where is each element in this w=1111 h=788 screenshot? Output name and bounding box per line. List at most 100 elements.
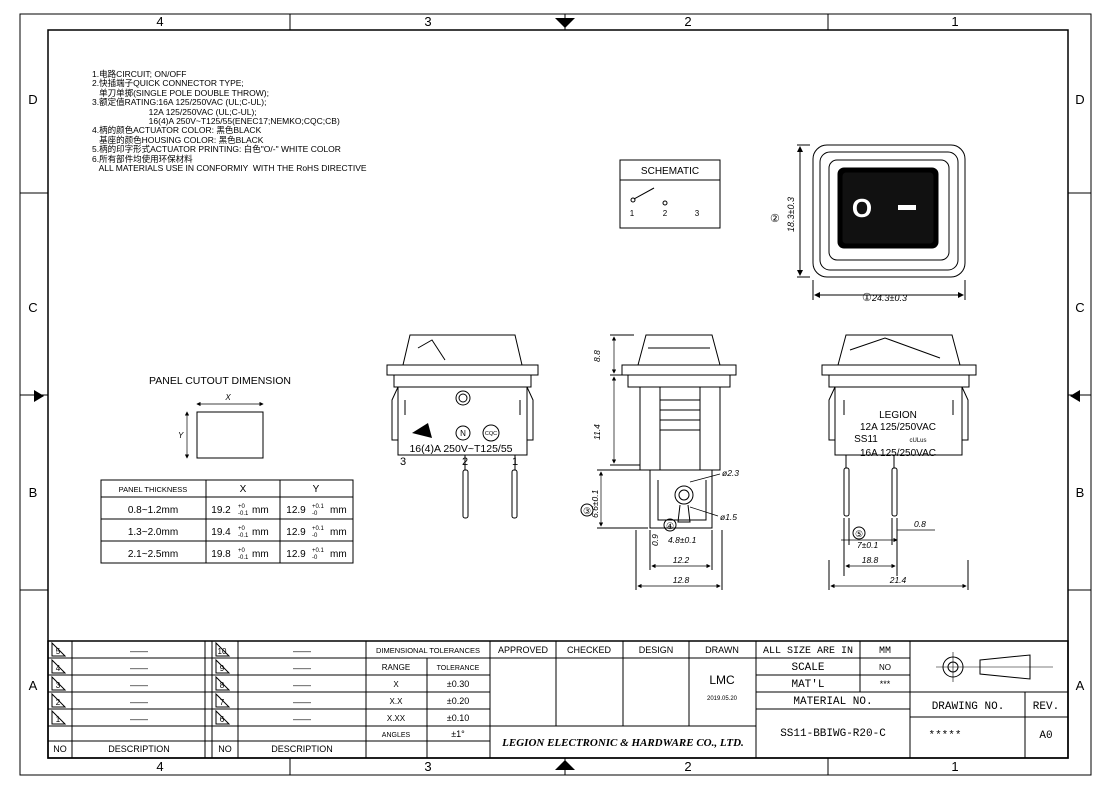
revision-triangle-icon (215, 709, 231, 725)
size-unit: MM (879, 646, 891, 657)
enec-mark-icon (412, 423, 432, 438)
revision-no: 9 (220, 664, 225, 673)
right-view-marking: LEGION (879, 410, 917, 421)
tol-range-value: ANGLES (382, 732, 411, 739)
y-tol-down: -0 (312, 511, 318, 517)
scale-value: NO (879, 663, 891, 672)
left-view-marking: 16(4)A 250V~T125/55 (409, 443, 512, 455)
note-line: 2.快插端子QUICK CONNECTOR TYPE; (92, 78, 244, 89)
drawing-no-label: DRAWING NO. (932, 701, 1005, 713)
table-header: Y (313, 484, 320, 495)
row-label: D (28, 92, 37, 107)
note-line: 单刀单掷(SINGLE POLE DOUBLE THROW); (92, 87, 269, 98)
revision-triangle-icon (51, 692, 67, 708)
material-no-label: MATERIAL NO. (793, 696, 872, 708)
revision-triangle-icon (215, 675, 231, 691)
panel-cutout-title: PANEL CUTOUT DIMENSION (149, 375, 291, 387)
revision-desc: —— (293, 646, 311, 656)
x-value: 19.8 (211, 549, 231, 560)
dim: 12.2 (673, 555, 690, 565)
dim: 0.8 (914, 519, 926, 529)
revision-no: 4 (56, 664, 61, 673)
revision-triangle-icon (215, 692, 231, 708)
right-view-marking: 16A 125/250VAC (860, 448, 936, 459)
schematic-pin: 3 (695, 209, 700, 218)
note-line: 4.柄的颜色ACTUATOR COLOR: 黑色BLACK (92, 125, 262, 136)
panel-cutout: PANEL CUTOUT DIMENSION X Y (149, 375, 291, 459)
x-tol-up: +0 (238, 504, 246, 510)
dim-height: 18.3±0.3 (786, 197, 796, 232)
center-mark-top-icon (555, 18, 575, 28)
pin-label: 3 (400, 456, 406, 468)
note-line: ALL MATERIALS USE IN CONFORMIY WITH THE … (92, 163, 367, 174)
dim: 6.6±0.1 (590, 489, 600, 518)
col-label: 2 (684, 14, 691, 29)
unit: mm (330, 527, 347, 538)
y-tol-up: +0.1 (312, 526, 325, 532)
tol-range-value: X.X (390, 697, 404, 706)
revision-desc: —— (130, 663, 148, 673)
y-label: Y (178, 431, 184, 440)
cul-mark: cULus (909, 438, 926, 444)
projection-symbol-icon (936, 652, 1053, 682)
row-label: A (29, 678, 38, 693)
note-line: 12A 125/250VAC (UL;C-UL); (92, 106, 257, 117)
revision-desc: —— (130, 714, 148, 724)
dim: 8.8 (592, 350, 602, 362)
part-number: SS11-BBIWG-R20-C (780, 728, 886, 740)
revision-triangle-icon (215, 641, 231, 657)
note-line: 16(4)A 250V~T125/55(ENEC17;NEMKO;CQC;CB) (92, 116, 340, 127)
note-line: 5.柄的印字形式ACTUATOR PRINTING: 白色"O/-" WHITE… (92, 144, 341, 155)
dim-bubble: ② (770, 213, 780, 225)
row-label: C (1075, 300, 1084, 315)
unit: mm (252, 549, 269, 560)
dim-width: 24.3±0.3 (871, 293, 907, 303)
col-label: 2 (684, 759, 691, 774)
x-value: 19.4 (211, 527, 231, 538)
revision-no: 1 (56, 715, 61, 724)
pin-label: 2 (462, 456, 468, 468)
revision-desc: —— (293, 680, 311, 690)
unit: mm (252, 527, 269, 538)
schematic-pin: 2 (663, 209, 668, 218)
revision-no: 2 (56, 698, 61, 707)
dim-bubble: ④ (666, 521, 674, 531)
dim-bubble: ① (862, 292, 872, 304)
col-label: 3 (424, 759, 431, 774)
col-label: 4 (156, 759, 163, 774)
company-name: LEGION ELECTRONIC & HARDWARE CO., LTD. (501, 737, 744, 749)
no-label: NO (53, 744, 67, 754)
dim: 12.8 (673, 575, 690, 585)
right-view (821, 334, 977, 590)
col-label: 1 (951, 759, 958, 774)
table-header: PANEL THICKNESS (119, 485, 188, 494)
right-view-marking: SS11 (854, 434, 878, 445)
row-label: A (1076, 678, 1085, 693)
x-tol-down: -0.1 (238, 511, 249, 517)
y-tol-up: +0.1 (312, 504, 325, 510)
center-mark-bottom-icon (555, 760, 575, 770)
center-mark-left-icon (34, 390, 44, 402)
y-tol-down: -0 (312, 533, 318, 539)
panel-thickness: 2.1~2.5mm (128, 549, 178, 560)
checked-label: CHECKED (567, 645, 612, 655)
dim: ø1.5 (720, 512, 737, 522)
note-line: 6.所有部件均使用环保材料 (92, 153, 193, 164)
revision-no: 3 (56, 681, 61, 690)
col-label: 4 (156, 14, 163, 29)
x-tol-down: -0.1 (238, 555, 249, 561)
x-tol-up: +0 (238, 548, 246, 554)
y-value: 12.9 (286, 505, 306, 516)
mark-n: N (460, 429, 466, 438)
tol-value: ±0.10 (447, 713, 469, 723)
dim: 21.4 (889, 575, 907, 585)
tol-range: RANGE (382, 663, 410, 672)
y-value: 12.9 (286, 527, 306, 538)
tol-value: ±0.20 (447, 696, 469, 706)
desc-label: DESCRIPTION (108, 744, 170, 754)
tol-tolerance: TOLERANCE (437, 665, 480, 672)
note-line: 1.电路CIRCUIT; ON/OFF (92, 69, 187, 79)
actuator-off-symbol (898, 205, 916, 210)
